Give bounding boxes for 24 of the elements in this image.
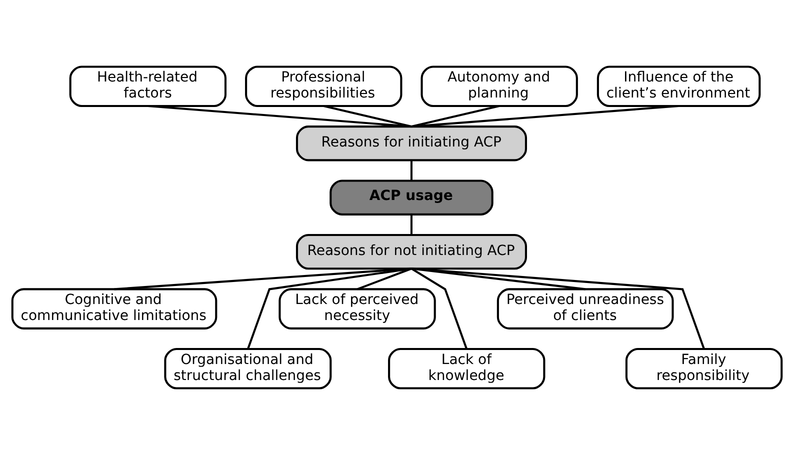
node-box: Autonomy and planning	[420, 66, 578, 108]
node-box: Lack of knowledge	[388, 348, 546, 390]
connector	[410, 160, 413, 181]
node-box: Lack of perceived necessity	[278, 288, 436, 330]
node-box: Health-related factors	[69, 66, 227, 108]
connector	[148, 104, 412, 128]
node-box: Reasons for initiating ACP	[296, 126, 528, 162]
node-box: Professional responsibilities	[245, 66, 402, 108]
connector	[411, 105, 500, 128]
connector	[323, 105, 412, 128]
node-box: Family responsibility	[625, 348, 783, 390]
connector	[114, 268, 412, 290]
connector	[411, 268, 705, 350]
connector	[411, 104, 679, 128]
node-box: Cognitive and communicative limitations	[11, 288, 218, 330]
connector	[246, 268, 412, 350]
connector	[410, 214, 413, 235]
node-box: Perceived unreadiness of clients	[496, 288, 674, 330]
node-box: Reasons for not initiating ACP	[296, 234, 528, 270]
connector	[410, 268, 468, 350]
node-box: Organisational and structural challenges	[164, 348, 332, 390]
node-box: ACP usage	[330, 180, 494, 216]
node-box: Influence of the client’s environment	[596, 66, 761, 108]
connector	[356, 268, 412, 290]
